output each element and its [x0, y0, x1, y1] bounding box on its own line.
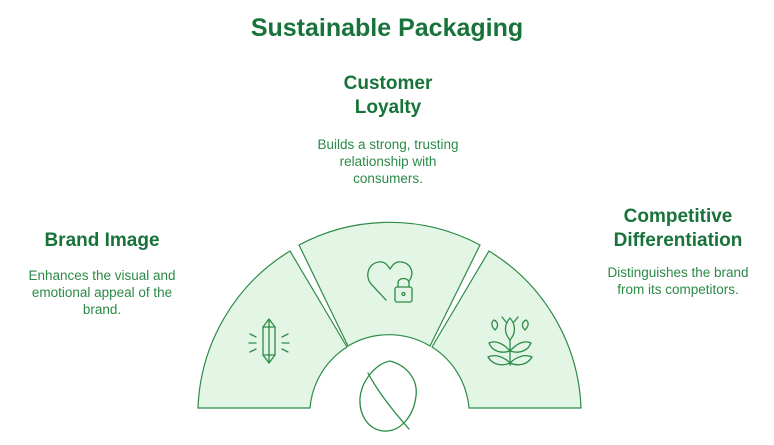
- competitive-differentiation-description: Distinguishes the brand from its competi…: [578, 264, 774, 298]
- plant-icon: [487, 316, 533, 366]
- customer-loyalty-segment: [298, 221, 481, 347]
- heading-line: Competitive: [623, 206, 733, 227]
- brand-image-description: Enhances the visual and emotional appeal…: [2, 267, 202, 318]
- description-line: Builds a strong, trusting: [317, 137, 459, 152]
- heading-line: Customer: [343, 73, 433, 94]
- heart-lock-icon: [367, 261, 413, 303]
- description-line: emotional appeal of the: [31, 285, 173, 300]
- crystal-icon: [248, 318, 290, 364]
- brand-image-segment: [197, 250, 348, 409]
- description-line: relationship with: [339, 154, 437, 169]
- description-line: from its competitors.: [617, 282, 739, 297]
- customer-loyalty-heading: Customer Loyalty: [288, 72, 488, 120]
- heading-line: Brand Image: [44, 230, 160, 251]
- description-line: Enhances the visual and: [28, 268, 176, 283]
- customer-loyalty-description: Builds a strong, trusting relationship w…: [288, 136, 488, 187]
- description-line: consumers.: [353, 171, 423, 186]
- description-line: Distinguishes the brand: [607, 265, 749, 280]
- leaf-icon: [359, 360, 417, 432]
- competitive-differentiation-segment: [431, 250, 582, 409]
- description-line: brand.: [82, 302, 122, 317]
- brand-image-heading: Brand Image: [2, 229, 202, 253]
- heading-line: Loyalty: [354, 97, 422, 118]
- heading-line: Differentiation: [613, 230, 743, 251]
- diagram-title: Sustainable Packaging: [250, 14, 524, 42]
- competitive-differentiation-heading: Competitive Differentiation: [578, 205, 774, 253]
